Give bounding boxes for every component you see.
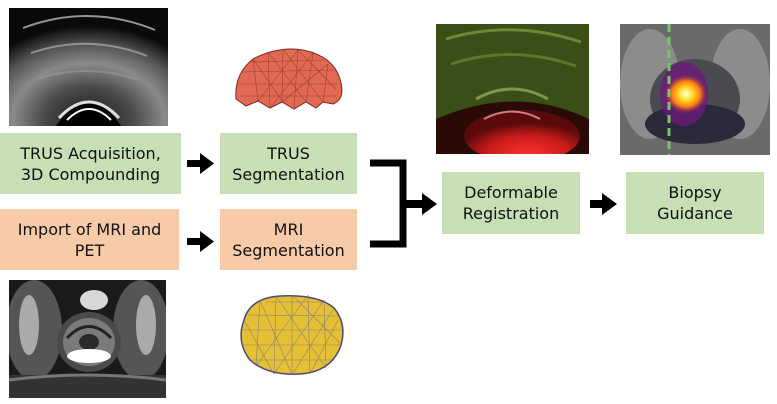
- trus-acquisition-box: TRUS Acquisition, 3D Compounding: [0, 133, 181, 194]
- trus-segmentation-box: TRUS Segmentation: [220, 133, 357, 194]
- arrow-registration-to-guidance: [590, 193, 617, 215]
- deformable-registration-box: Deformable Registration: [442, 172, 580, 234]
- arrow-trus-acq-to-seg: [187, 153, 214, 174]
- trus-segmentation-mesh: [228, 44, 348, 114]
- arrow-mri-import-to-seg: [187, 231, 214, 252]
- mri-pet-import-box: Import of MRI and PET: [0, 209, 179, 270]
- registration-overlay-image: [436, 24, 589, 154]
- arrow-merge-to-registration: [403, 193, 437, 215]
- biopsy-guidance-image: [620, 24, 770, 155]
- mri-segmentation-mesh: [230, 290, 350, 378]
- mri-pelvis-image: [9, 280, 166, 398]
- mri-segmentation-box: MRI Segmentation: [220, 209, 357, 270]
- biopsy-guidance-box: Biopsy Guidance: [626, 172, 764, 234]
- merge-bracket: [370, 159, 407, 248]
- trus-ultrasound-image: [9, 8, 168, 126]
